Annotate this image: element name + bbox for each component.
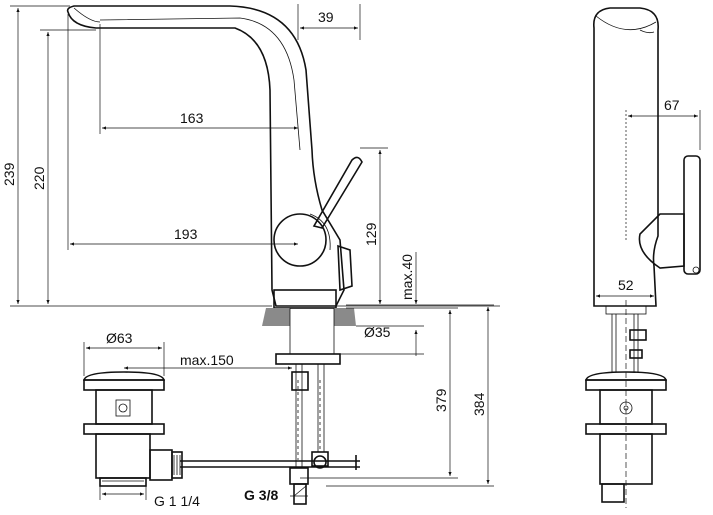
dim-67: 67	[664, 97, 680, 113]
dim-129: 129	[363, 222, 379, 246]
dim-384: 384	[471, 392, 487, 416]
dim-39: 39	[318, 9, 334, 25]
dim-379: 379	[433, 388, 449, 412]
faucet-front-view	[66, 5, 363, 309]
dimension-lines	[10, 4, 701, 508]
drain-front-view	[82, 371, 183, 487]
dim-52: 52	[618, 277, 634, 293]
dimension-labels: 39 163 193 239 220 129 max.40 Ø35 Ø63 ma…	[1, 9, 680, 509]
countertop-section	[262, 308, 356, 326]
faucet-side-view	[584, 7, 701, 503]
dim-193: 193	[174, 226, 198, 242]
dim-max150: max.150	[180, 352, 234, 368]
dim-d35: Ø35	[364, 324, 391, 340]
dim-d63: Ø63	[106, 330, 133, 346]
dim-g38: G 3/8	[244, 487, 278, 503]
dim-220: 220	[31, 166, 47, 190]
dim-239: 239	[1, 162, 17, 186]
dim-max40: max.40	[399, 254, 415, 300]
dim-g114: G 1 1/4	[154, 493, 200, 509]
dim-163: 163	[180, 110, 204, 126]
mounting-assembly	[180, 307, 360, 505]
